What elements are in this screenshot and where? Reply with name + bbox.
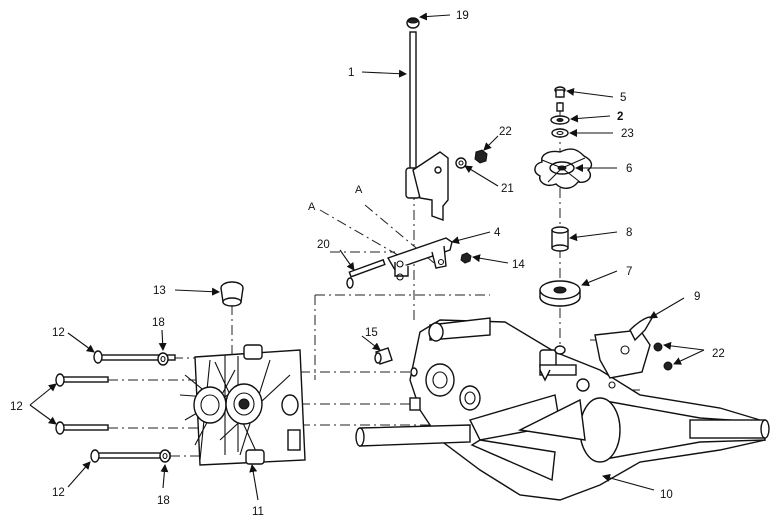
callout-15: 15 bbox=[365, 327, 378, 339]
callout-8: 8 bbox=[626, 227, 632, 239]
callout-12-mid: 12 bbox=[10, 401, 23, 413]
callout-21: 21 bbox=[501, 183, 514, 195]
callout-11: 11 bbox=[252, 506, 264, 518]
shift-bracket bbox=[386, 237, 472, 281]
washers bbox=[157, 352, 171, 463]
callout-12-bottom: 12 bbox=[52, 487, 65, 499]
shift-rod bbox=[405, 31, 449, 221]
callout-labels: 19 1 22 21 4 14 20 5 2 23 6 8 7 9 22 10 … bbox=[10, 10, 725, 518]
bracket-bolt bbox=[346, 258, 386, 289]
callout-18-bottom: 18 bbox=[157, 495, 170, 507]
ref-a-lower: A bbox=[308, 201, 316, 213]
leader-lines bbox=[29, 12, 705, 501]
finned-cover bbox=[179, 344, 306, 466]
rod-nut-washer bbox=[455, 149, 488, 169]
vent-cap bbox=[220, 281, 244, 307]
pulley-stack bbox=[534, 86, 593, 307]
callout-1: 1 bbox=[348, 67, 354, 79]
long-bolts bbox=[55, 350, 176, 463]
callout-22-right: 22 bbox=[712, 348, 725, 360]
housing-pin bbox=[374, 347, 393, 365]
callout-14: 14 bbox=[512, 259, 525, 271]
callout-23: 23 bbox=[621, 128, 634, 140]
callout-13: 13 bbox=[153, 285, 166, 297]
ref-a-upper: A bbox=[355, 184, 363, 196]
callout-4: 4 bbox=[494, 227, 501, 239]
callout-10: 10 bbox=[660, 489, 673, 501]
callout-19: 19 bbox=[456, 10, 469, 22]
callout-5: 5 bbox=[620, 92, 626, 104]
callout-22-top: 22 bbox=[499, 126, 512, 138]
callout-7: 7 bbox=[626, 266, 632, 278]
callout-18-top: 18 bbox=[152, 317, 165, 329]
callout-6: 6 bbox=[626, 163, 632, 175]
callout-9: 9 bbox=[694, 291, 700, 303]
transmission-housing bbox=[355, 317, 770, 501]
callout-12-top: 12 bbox=[52, 327, 65, 339]
rod-knob bbox=[406, 17, 420, 29]
callout-20: 20 bbox=[317, 239, 330, 251]
side-bracket bbox=[629, 316, 673, 371]
callout-2: 2 bbox=[617, 111, 623, 123]
